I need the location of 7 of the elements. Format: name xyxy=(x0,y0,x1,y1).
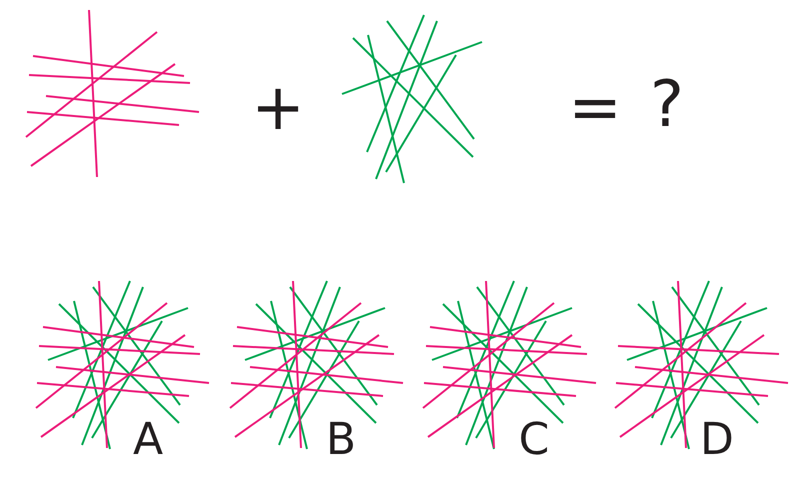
plus-sign: + xyxy=(251,76,305,140)
option-letter: C xyxy=(518,418,550,462)
equals-sign: = xyxy=(568,76,622,140)
option-letter: B xyxy=(326,418,356,462)
question-mark: ? xyxy=(650,73,684,137)
option-letter: D xyxy=(700,418,734,462)
option-letter: A xyxy=(132,418,164,462)
